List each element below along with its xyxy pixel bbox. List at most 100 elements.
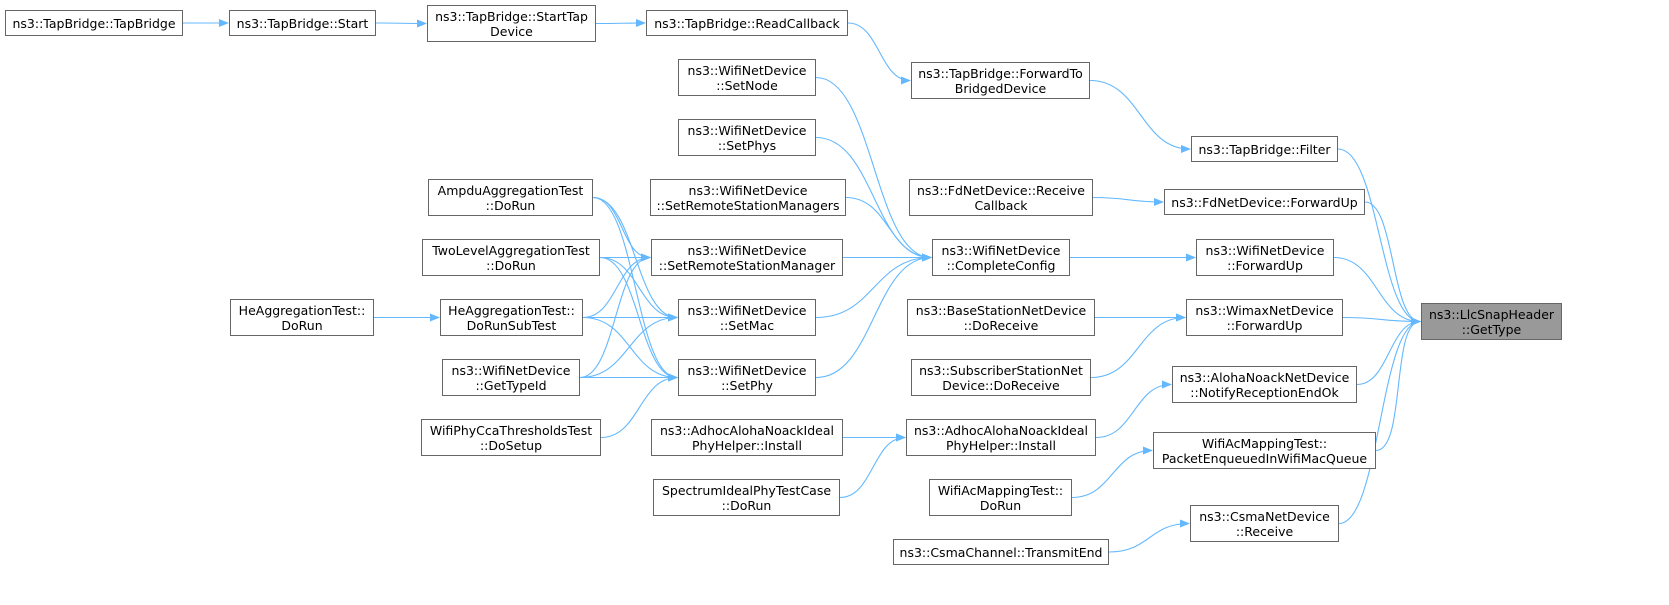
edge-fd-receivecallback-to-fd-forwardup <box>1092 196 1164 206</box>
node-label-line: ::DoSetup <box>479 437 543 453</box>
edge-tapbridge-start-to-tapbridge-starttap <box>375 19 427 28</box>
node-wifi-setphys[interactable]: ns3::WifiNetDevice::SetPhys <box>678 119 816 156</box>
node-wifi-setrsms[interactable]: ns3::WifiNetDevice::SetRemoteStationMana… <box>650 179 846 216</box>
node-wifi-forwardup[interactable]: ns3::WifiNetDevice::ForwardUp <box>1196 239 1334 276</box>
node-label-line: ns3::WifiNetDevice <box>687 122 807 138</box>
node-label-line: DoRun <box>979 497 1022 513</box>
edge-wifi-setrsms-to-wifi-completeconfig <box>845 196 932 262</box>
node-label-line: ::CompleteConfig <box>946 257 1056 273</box>
node-wifiac-dorun[interactable]: WifiAcMappingTest::DoRun <box>929 479 1072 516</box>
edge-wifiac-dorun-to-wifiac-packet <box>1071 446 1153 499</box>
node-wifi-setphy[interactable]: ns3::WifiNetDevice::SetPhy <box>678 359 816 396</box>
node-label-line: ns3::FdNetDevice::ForwardUp <box>1171 194 1358 210</box>
node-label-line: ::SetPhys <box>717 137 777 153</box>
node-ampdu-dorun[interactable]: AmpduAggregationTest::DoRun <box>428 179 593 216</box>
node-wifiphycca-dosetup[interactable]: WifiPhyCcaThresholdsTest::DoSetup <box>421 419 601 456</box>
edge-tapbridge-readcallback-to-tapbridge-forward <box>847 22 911 85</box>
edge-ampdu-dorun-to-wifi-setphy <box>592 196 678 382</box>
edge-wifiac-packet-to-llcsnap-gettype <box>1375 317 1421 452</box>
node-label-line: ::DoReceive <box>963 317 1039 333</box>
node-spectrum-dorun[interactable]: SpectrumIdealPhyTestCase::DoRun <box>653 479 840 516</box>
node-label-line: ns3::AlohaNoackNetDevice <box>1179 369 1350 385</box>
node-tapbridge-readcallback[interactable]: ns3::TapBridge::ReadCallback <box>646 10 848 36</box>
node-label-line: ::SetMac <box>719 317 775 333</box>
edge-csma-receive-to-llcsnap-gettype <box>1338 317 1421 525</box>
node-csma-receive[interactable]: ns3::CsmaNetDevice::Receive <box>1190 505 1339 542</box>
edge-adhoc-install-right-to-aloha-notify <box>1095 380 1172 439</box>
node-label-line: ::Receive <box>1235 523 1294 539</box>
node-wifi-completeconfig[interactable]: ns3::WifiNetDevice::CompleteConfig <box>932 239 1070 276</box>
edge-wifi-forwardup-to-llcsnap-gettype <box>1333 256 1421 326</box>
edge-wifi-gettypeid-to-wifi-setrsm <box>579 253 651 379</box>
node-tapbridge-ctor[interactable]: ns3::TapBridge::TapBridge <box>5 10 183 36</box>
edge-heagg-dorunsub-to-wifi-setrsm <box>582 253 651 319</box>
node-label-line: SpectrumIdealPhyTestCase <box>661 482 832 498</box>
node-label-line: Device <box>490 23 533 39</box>
node-wifi-setmac[interactable]: ns3::WifiNetDevice::SetMac <box>678 299 816 336</box>
node-label-line: Callback <box>974 197 1028 213</box>
node-label-line: ns3::SubscriberStationNet <box>919 362 1083 378</box>
node-label-line: BridgedDevice <box>954 80 1047 96</box>
node-label-line: ns3::AdhocAlohaNoackIdeal <box>914 422 1088 438</box>
edge-tapbridge-starttap-to-tapbridge-readcallback <box>595 19 646 28</box>
node-wimax-forwardup[interactable]: ns3::WimaxNetDevice::ForwardUp <box>1186 299 1343 336</box>
node-bs-doreceive[interactable]: ns3::BaseStationNetDevice::DoReceive <box>907 299 1095 336</box>
node-label-line: PacketEnqueuedInWifiMacQueue <box>1161 450 1368 466</box>
node-csma-transmitend[interactable]: ns3::CsmaChannel::TransmitEnd <box>893 539 1109 565</box>
node-label-line: PhyHelper::Install <box>945 437 1057 453</box>
edge-wifiphycca-dosetup-to-wifi-setphy <box>600 373 678 439</box>
node-label-line: ns3::WifiNetDevice <box>941 242 1061 258</box>
edge-aloha-notify-to-llcsnap-gettype <box>1356 317 1421 386</box>
node-label-line: Device::DoReceive <box>942 377 1060 393</box>
node-label-line: ns3::CsmaChannel::TransmitEnd <box>899 544 1103 560</box>
node-label-line: ns3::WifiNetDevice <box>1205 242 1325 258</box>
edge-fd-forwardup-to-llcsnap-gettype <box>1364 201 1421 326</box>
node-label-line: WifiPhyCcaThresholdsTest <box>429 422 593 438</box>
node-label-line: ::ForwardUp <box>1226 317 1303 333</box>
edge-ss-doreceive-to-wimax-forwardup <box>1090 313 1186 379</box>
node-label-line: ns3::TapBridge::ForwardTo <box>918 65 1083 81</box>
node-label-line: ::GetType <box>1461 321 1522 337</box>
node-twolevel-dorun[interactable]: TwoLevelAggregationTest::DoRun <box>422 239 600 276</box>
node-label-line: ns3::WifiNetDevice <box>687 62 807 78</box>
node-label-line: PhyHelper::Install <box>691 437 803 453</box>
node-label-line: ns3::TapBridge::Filter <box>1198 141 1331 157</box>
node-label-line: WifiAcMappingTest:: <box>937 482 1064 498</box>
node-tapbridge-start[interactable]: ns3::TapBridge::Start <box>229 10 376 36</box>
node-label-line: ::SetPhy <box>721 377 773 393</box>
node-label-line: DoRun <box>281 317 323 333</box>
node-wifi-setnode[interactable]: ns3::WifiNetDevice::SetNode <box>678 59 816 96</box>
edge-spectrum-dorun-to-adhoc-install-right <box>839 433 906 499</box>
node-label-line: ns3::BaseStationNetDevice <box>915 302 1087 318</box>
node-label-line: ::SetNode <box>716 77 778 93</box>
node-heagg-dorun[interactable]: HeAggregationTest::DoRun <box>230 299 374 336</box>
node-heagg-dorunsub[interactable]: HeAggregationTest::DoRunSubTest <box>440 299 583 336</box>
edge-wifi-setnode-to-wifi-completeconfig <box>815 76 932 262</box>
node-wifiac-packet[interactable]: WifiAcMappingTest::PacketEnqueuedInWifiM… <box>1153 432 1376 469</box>
node-label-line: ns3::TapBridge::ReadCallback <box>654 15 840 31</box>
node-label-line: TwoLevelAggregationTest <box>432 242 590 258</box>
node-wifi-setrsm[interactable]: ns3::WifiNetDevice::SetRemoteStationMana… <box>651 239 843 276</box>
node-wifi-gettypeid[interactable]: ns3::WifiNetDevice::GetTypeId <box>442 359 580 396</box>
node-label-line: AmpduAggregationTest <box>437 182 584 198</box>
node-label-line: ns3::FdNetDevice::Receive <box>917 182 1085 198</box>
node-label-line: ns3::LlcSnapHeader <box>1428 306 1555 322</box>
node-tapbridge-filter[interactable]: ns3::TapBridge::Filter <box>1191 136 1338 162</box>
node-llcsnap-gettype[interactable]: ns3::LlcSnapHeader::GetType <box>1421 303 1562 340</box>
node-label-line: ns3::TapBridge::TapBridge <box>12 15 176 31</box>
node-label-line: DoRunSubTest <box>466 317 557 333</box>
node-label-line: ::DoRun <box>721 497 772 513</box>
node-label-line: WifiAcMappingTest:: <box>1201 435 1328 451</box>
edge-wifi-setphy-to-wifi-completeconfig <box>815 253 932 379</box>
node-fd-forwardup[interactable]: ns3::FdNetDevice::ForwardUp <box>1164 189 1365 215</box>
node-label-line: ns3::AdhocAlohaNoackIdeal <box>660 422 834 438</box>
node-aloha-notify[interactable]: ns3::AlohaNoackNetDevice::NotifyReceptio… <box>1172 366 1357 403</box>
